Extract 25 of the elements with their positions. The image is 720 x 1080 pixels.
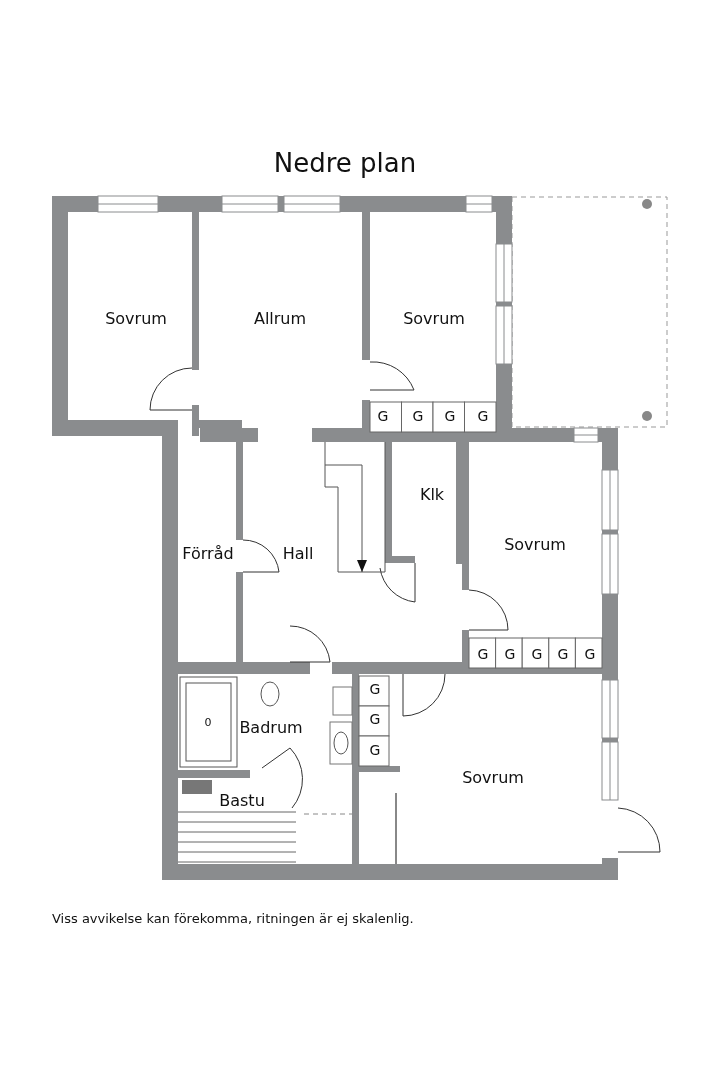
closet-label: G	[504, 646, 516, 662]
closet-label: G	[531, 646, 543, 662]
closet-label: G	[369, 711, 381, 727]
room-label: Bastu	[219, 790, 265, 810]
closet-label: G	[369, 681, 381, 697]
room-label: Sovrum	[403, 308, 465, 328]
room-label: Hall	[282, 543, 314, 563]
disclaimer-note: Viss avvikelse kan förekomma, ritningen är ej skalenlig.	[52, 910, 414, 926]
closet-label: G	[477, 646, 489, 662]
room-label: Sovrum	[504, 534, 566, 554]
closet-label: G	[584, 646, 596, 662]
closet-label: G	[444, 408, 456, 424]
room-label: Sovrum	[462, 767, 524, 787]
closet-label: G	[369, 742, 381, 758]
room-label: Sovrum	[105, 308, 167, 328]
closet-label: G	[412, 408, 424, 424]
closet-label: G	[377, 408, 389, 424]
bathtub-label: 0	[204, 715, 212, 729]
room-label: Förråd	[182, 543, 234, 563]
closet-label: G	[477, 408, 489, 424]
room-label: Allrum	[253, 308, 307, 328]
title: Nedre plan	[273, 148, 417, 178]
closet-label: G	[557, 646, 569, 662]
room-label: Klk	[419, 484, 445, 504]
room-label: Badrum	[239, 717, 303, 737]
